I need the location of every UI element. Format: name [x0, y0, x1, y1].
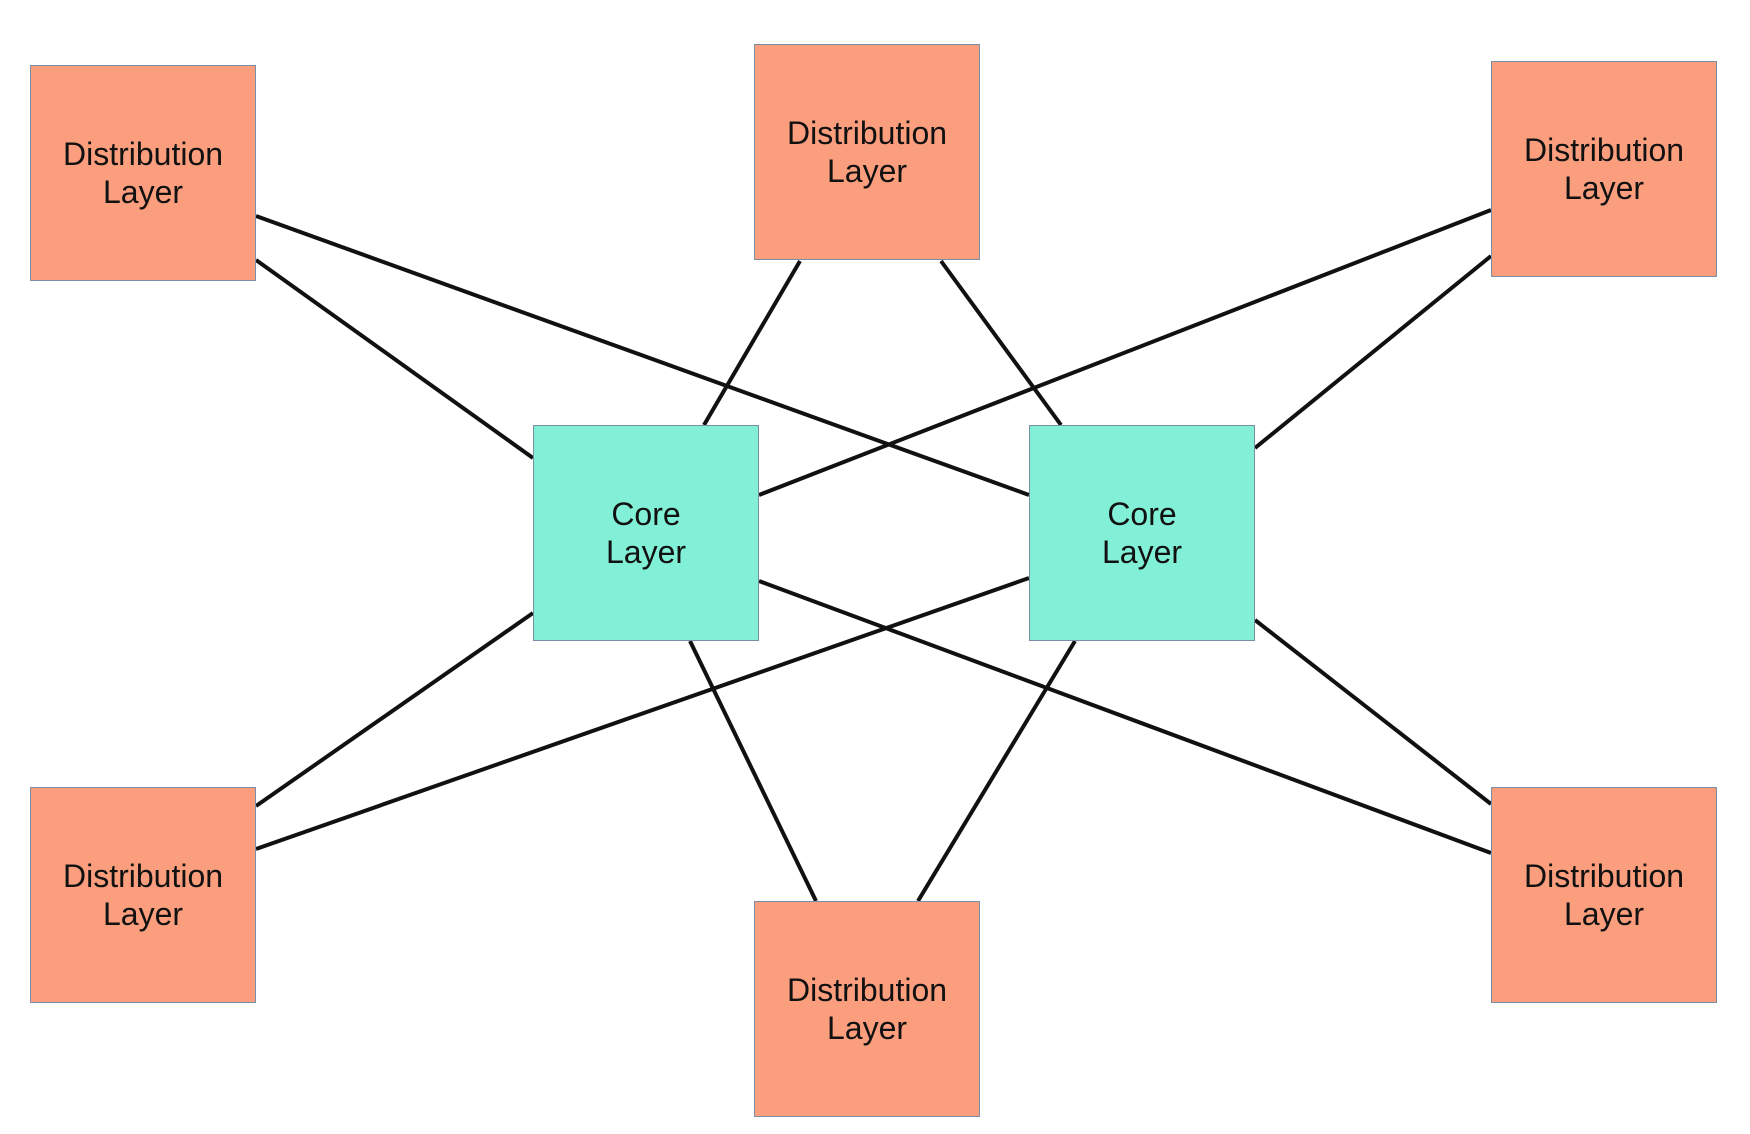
node-label-line2: Layer — [1563, 896, 1645, 932]
link-dist-top-center-to-core-right — [939, 259, 1063, 427]
node-label-line2: Layer — [102, 896, 184, 932]
distribution-layer-bottom-right: Distribution Layer — [1491, 787, 1717, 1003]
distribution-layer-bottom-left: Distribution Layer — [30, 787, 256, 1003]
node-label-line1: Distribution — [1523, 132, 1685, 168]
node-label-line1: Distribution — [62, 136, 224, 172]
link-dist-top-left-to-core-left — [254, 258, 535, 460]
node-label-line1: Core — [1107, 496, 1177, 532]
link-dist-bottom-center-to-core-right — [916, 639, 1077, 903]
node-label-line1: Core — [611, 496, 681, 532]
node-label-line1: Distribution — [62, 858, 224, 894]
link-dist-top-center-to-core-left — [702, 259, 802, 427]
link-dist-top-right-to-core-left — [758, 208, 1492, 497]
distribution-layer-bottom-center: Distribution Layer — [754, 901, 980, 1117]
node-label-line2: Layer — [605, 534, 687, 570]
link-dist-bottom-center-to-core-left — [688, 640, 818, 902]
node-label-line1: Distribution — [786, 115, 948, 151]
node-label-line2: Layer — [826, 1010, 908, 1046]
node-label-line1: Distribution — [1523, 858, 1685, 894]
distribution-layer-top-left: Distribution Layer — [30, 65, 256, 281]
distribution-layer-top-center: Distribution Layer — [754, 44, 980, 260]
core-layer-right: Core Layer — [1029, 425, 1255, 641]
link-dist-bottom-right-to-core-right — [1253, 618, 1493, 806]
link-dist-bottom-left-to-core-left — [254, 611, 535, 808]
link-dist-bottom-left-to-core-right — [255, 576, 1030, 851]
node-label-line2: Layer — [1563, 170, 1645, 206]
link-dist-bottom-right-to-core-left — [758, 579, 1492, 855]
node-label-line1: Distribution — [786, 972, 948, 1008]
node-label-line2: Layer — [1101, 534, 1183, 570]
distribution-layer-top-right: Distribution Layer — [1491, 61, 1717, 277]
node-label-line2: Layer — [102, 174, 184, 210]
link-dist-top-right-to-core-right — [1253, 254, 1493, 450]
core-layer-left: Core Layer — [533, 425, 759, 641]
node-label-line2: Layer — [826, 153, 908, 189]
link-dist-top-left-to-core-right — [255, 214, 1030, 497]
